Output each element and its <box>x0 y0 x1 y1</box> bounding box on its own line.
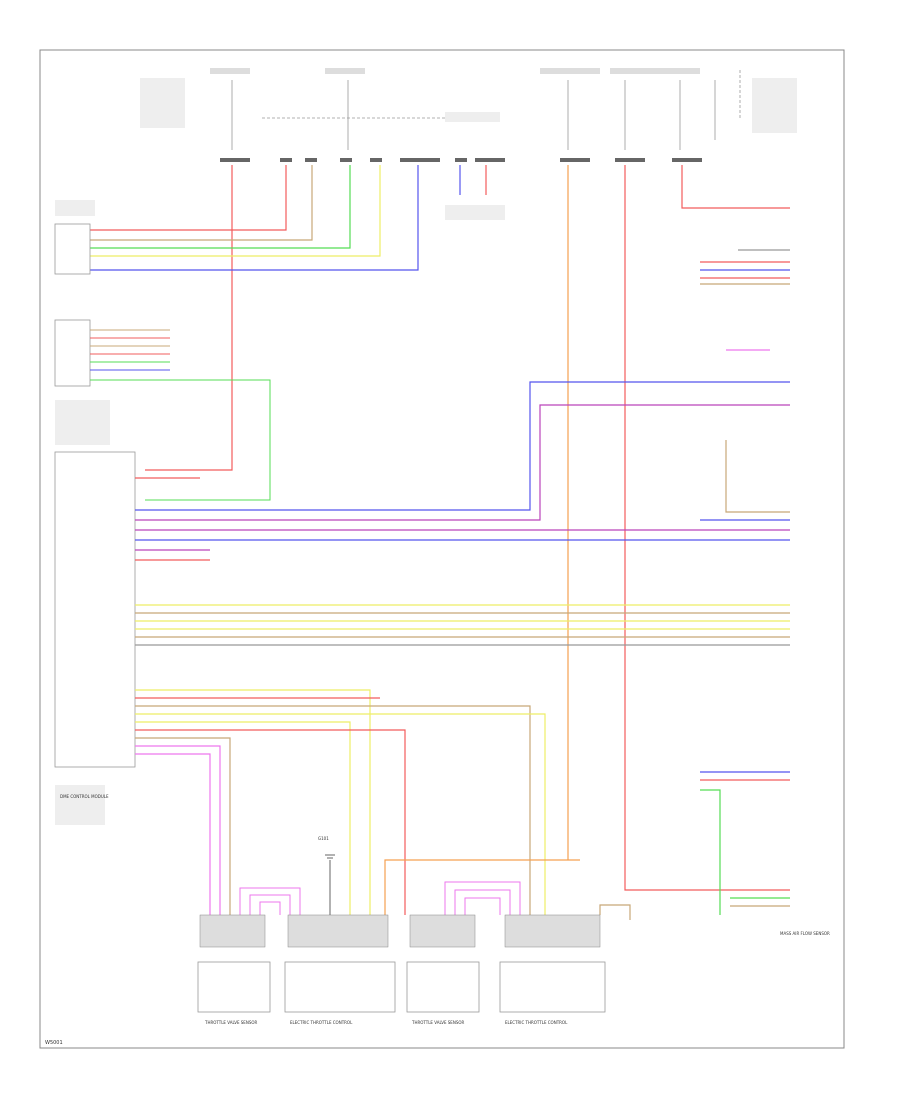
connector-row-top <box>220 158 702 162</box>
top-wires <box>90 165 790 891</box>
sensor-wires <box>239 881 521 915</box>
throttle-sensor-2-label: THROTTLE VALVE SENSOR <box>411 1020 465 1025</box>
throttle-sensor-1-label: THROTTLE VALVE SENSOR <box>204 1020 258 1025</box>
dme-wires <box>135 381 790 915</box>
dme-module-label: DME CONTROL MODULE <box>60 794 109 799</box>
bottom-connectors <box>199 914 601 948</box>
etc-2-label: ELECTRIC THROTTLE CONTROL <box>505 1020 568 1025</box>
right-wires <box>384 249 790 920</box>
ground-label: G101 <box>318 836 329 841</box>
fuse-labels <box>140 68 797 220</box>
module2-wires <box>90 329 271 501</box>
diagram-border <box>39 49 845 1049</box>
fuse-area <box>231 70 741 150</box>
diagram-code: W5001 <box>45 1040 63 1046</box>
etc-1-label: ELECTRIC THROTTLE CONTROL <box>290 1020 353 1025</box>
bottom-modules <box>197 961 606 1013</box>
mass-air-flow-label: MASS AIR FLOW SENSOR <box>780 931 830 936</box>
left-modules <box>54 200 136 825</box>
ground-symbol <box>325 854 335 915</box>
